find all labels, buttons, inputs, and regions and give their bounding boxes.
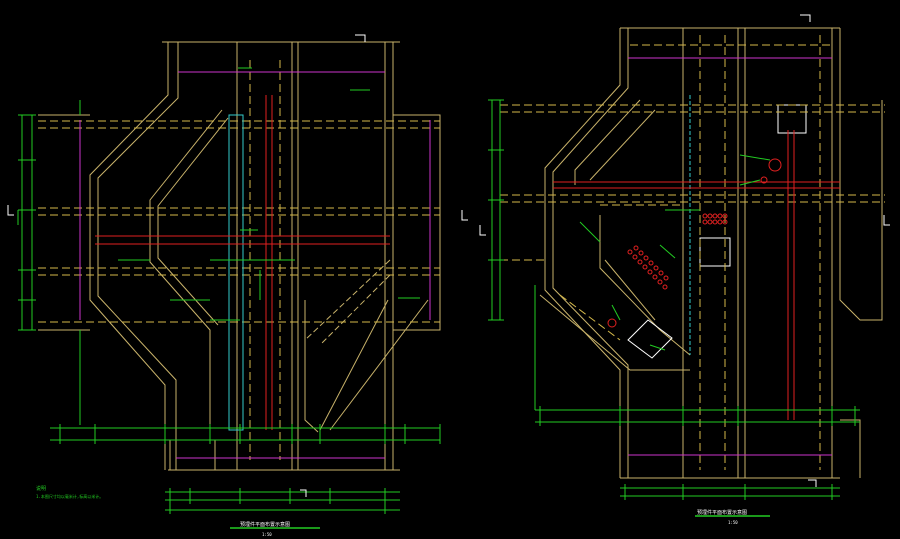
left-note-head: 说明 (36, 485, 46, 492)
right-rebar (553, 130, 840, 420)
left-outline (38, 41, 441, 471)
left-note-body: 1.本图尺寸均以毫米计,标高以米计。 (36, 493, 103, 499)
left-dimensions (17, 67, 440, 511)
right-dashed-bands (500, 35, 885, 470)
left-drawing-scale: 1:50 (262, 532, 272, 537)
right-rebar-cluster-a (702, 213, 728, 225)
left-cyan-frame (228, 114, 244, 431)
left-section-marks (7, 34, 468, 497)
left-magenta-lines (79, 71, 431, 459)
right-dimension-ticks (488, 99, 856, 500)
right-drawing-scale: 1:50 (728, 520, 738, 525)
left-drawing-title: 预埋件平面布置示意图 (240, 521, 290, 528)
right-plan-drawing (479, 14, 890, 517)
right-rebar-cluster-b (627, 245, 669, 290)
right-dimensions (491, 100, 860, 497)
right-drawing-title: 预埋件平面布置示意图 (697, 509, 747, 516)
left-dimension-ticks (18, 114, 441, 514)
right-section-marks (479, 14, 890, 487)
left-plan-drawing (7, 34, 468, 529)
right-magenta-lines (628, 57, 832, 456)
left-rebar (95, 95, 390, 430)
